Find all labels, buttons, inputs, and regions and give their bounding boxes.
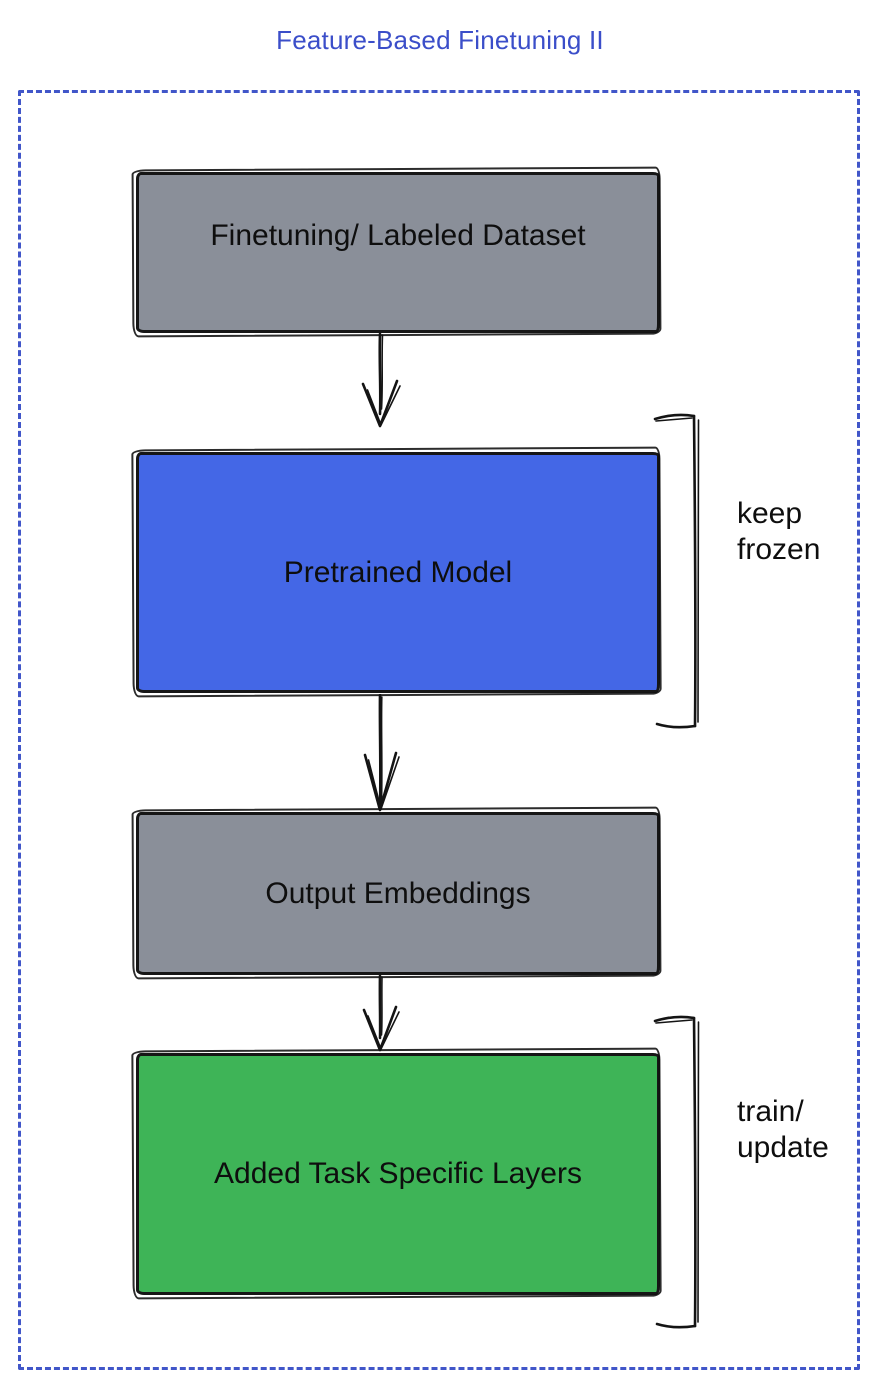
annotation-train-update: train/ update	[737, 1095, 829, 1164]
node-finetuning-dataset-label: Finetuning/ Labeled Dataset	[210, 218, 586, 252]
node-added-task-layers: Added Task Specific Layers	[136, 1053, 660, 1295]
arrow-down-icon	[361, 333, 401, 428]
node-output-embeddings: Output Embeddings	[136, 812, 660, 975]
node-output-embeddings-label: Output Embeddings	[265, 876, 531, 910]
page-title: Feature-Based Finetuning II	[276, 25, 604, 55]
arrow-down-icon	[363, 694, 400, 812]
arrow-down-icon	[362, 975, 400, 1052]
keep-frozen-bracket-icon	[653, 413, 700, 729]
node-added-task-layers-label: Added Task Specific Layers	[214, 1157, 582, 1190]
annotation-keep-frozen: keep frozen	[737, 497, 821, 566]
node-pretrained-model: Pretrained Model	[136, 452, 660, 693]
node-finetuning-dataset: Finetuning/ Labeled Dataset	[136, 172, 660, 333]
node-pretrained-model-label: Pretrained Model	[283, 555, 513, 589]
dashed-frame	[18, 90, 860, 1370]
train-update-bracket-icon	[653, 1015, 700, 1329]
